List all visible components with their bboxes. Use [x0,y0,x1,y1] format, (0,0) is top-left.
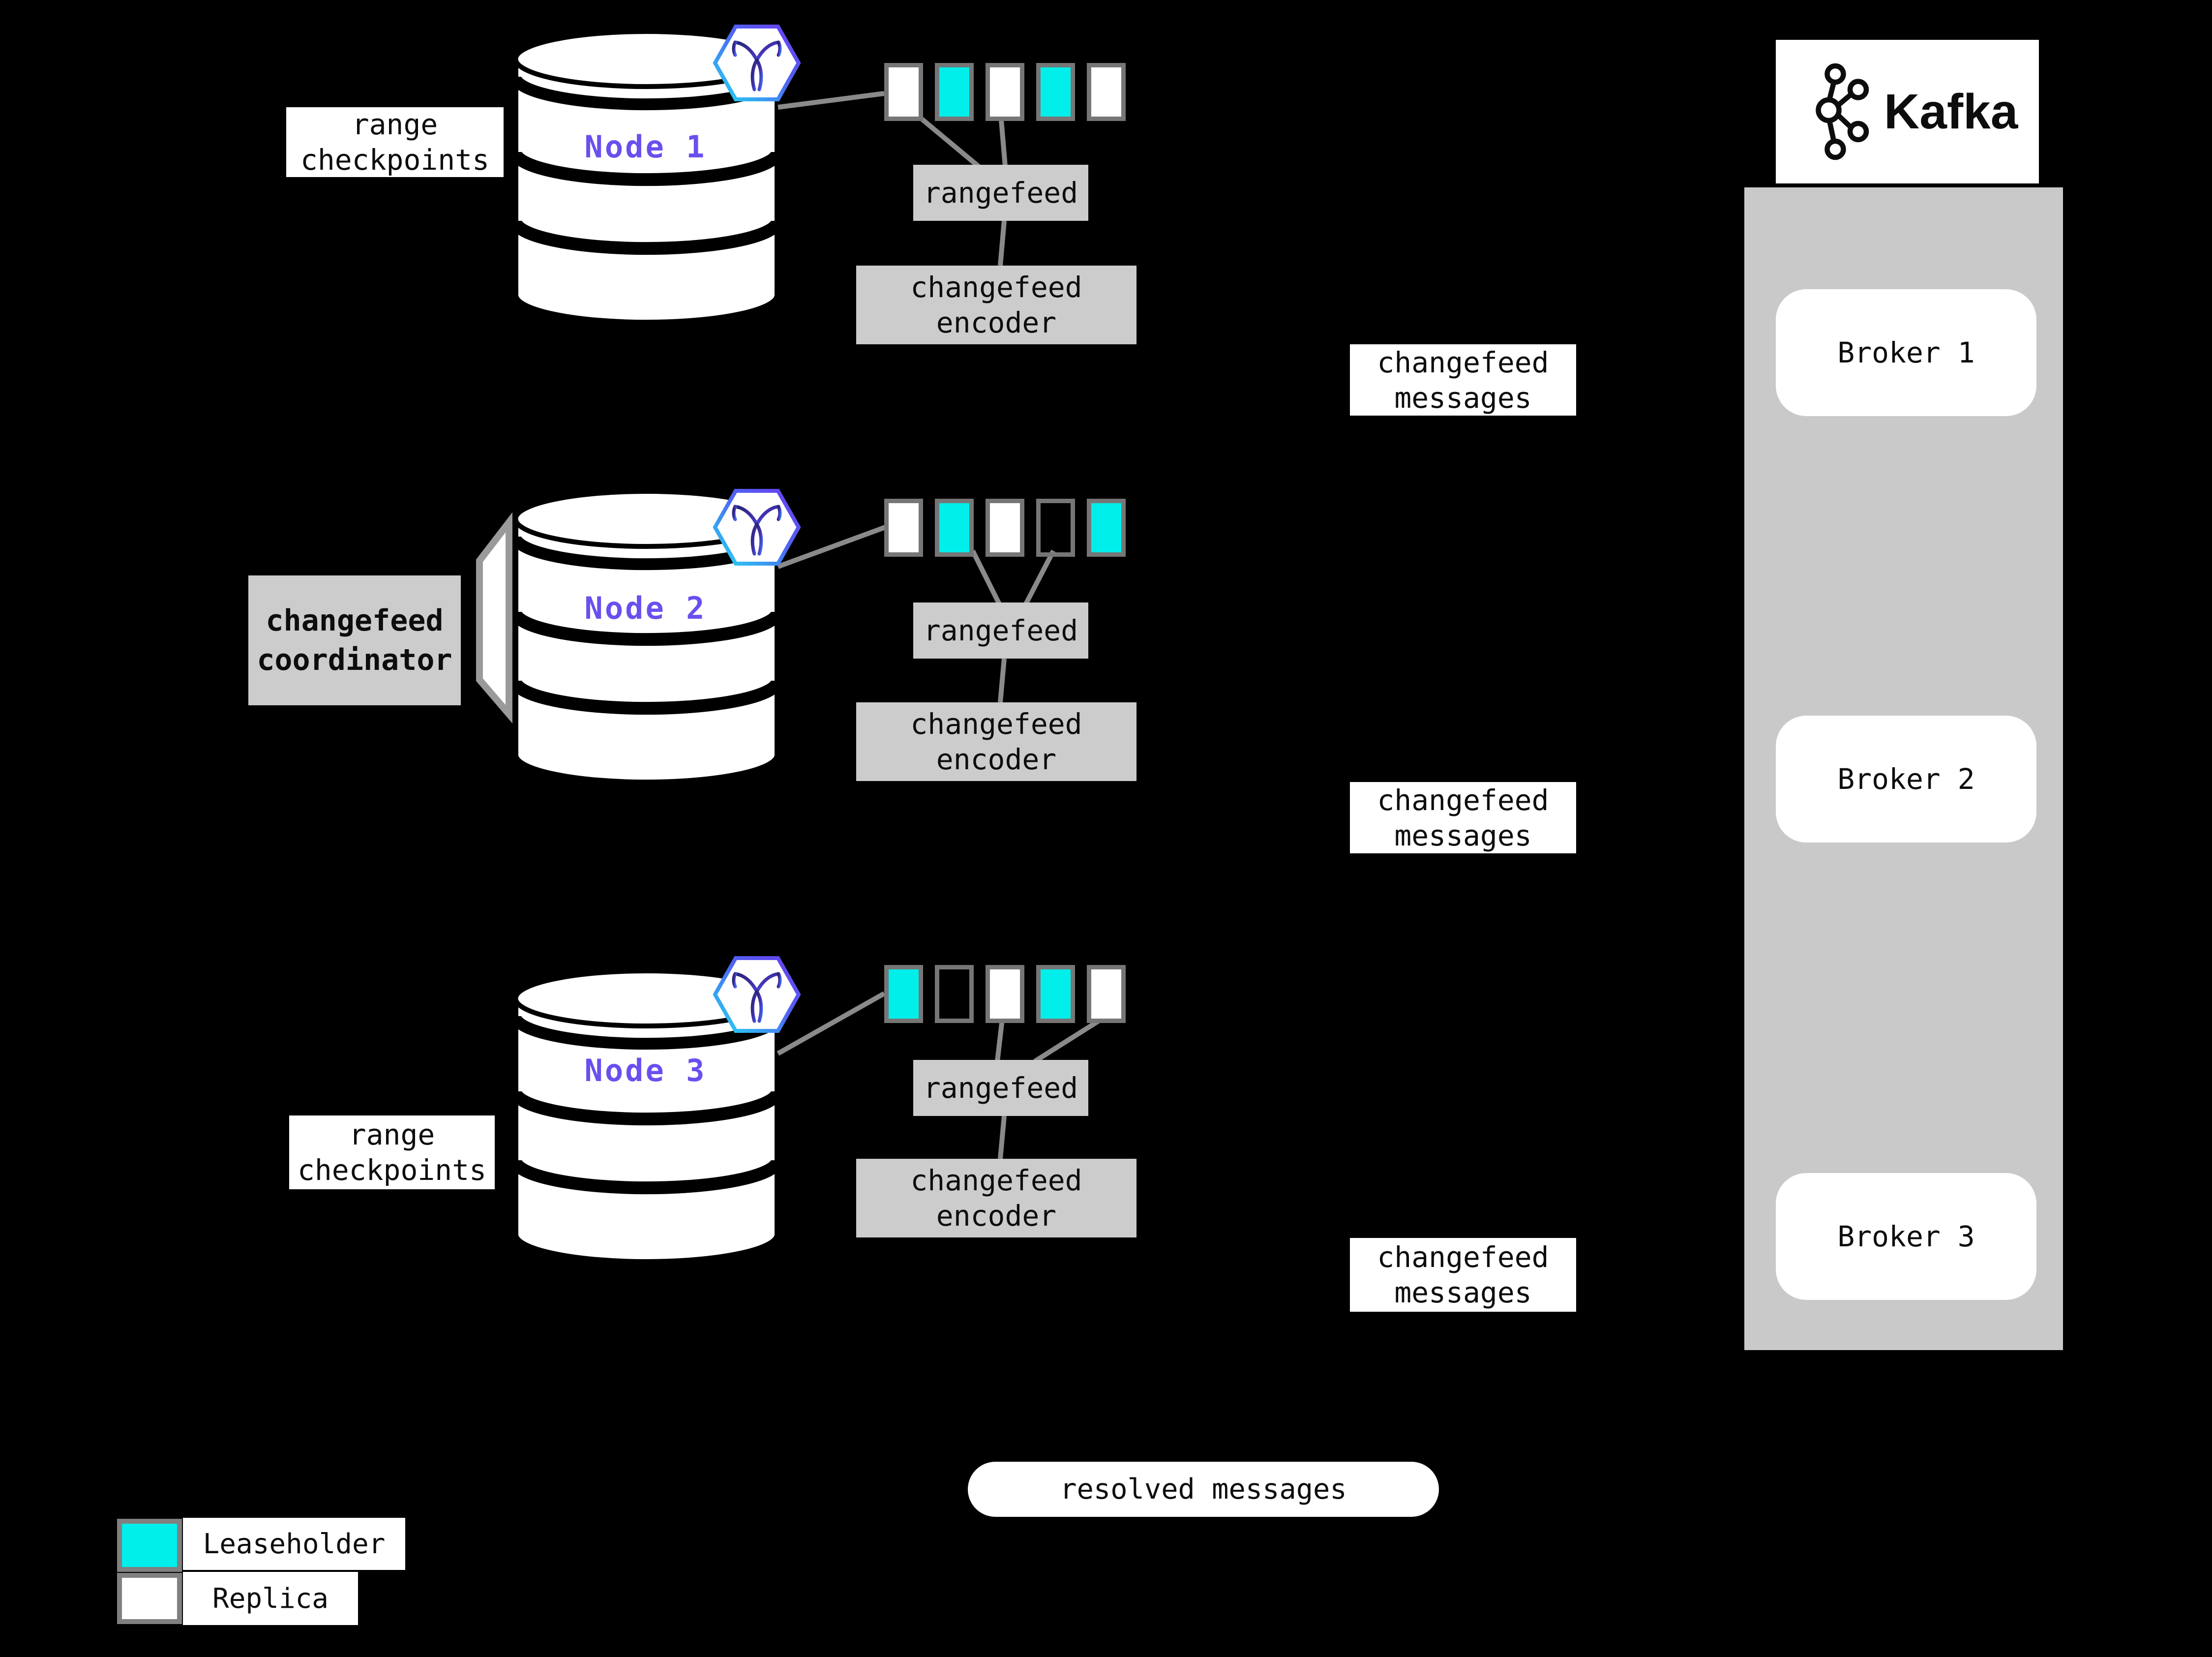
legend-leaseholder-swatch [117,1519,182,1572]
range-square-leaseholder [935,63,974,121]
range-square-empty [1036,499,1075,557]
range-square-leaseholder [884,965,923,1023]
node3-range-squares [884,965,1126,1023]
changefeed-coordinator-box: changefeed coordinator [248,575,461,705]
node2-rangefeed-box: rangefeed [913,603,1088,659]
changefeed-messages-label-2: changefeed messages [1350,782,1576,853]
legend-replica-label: Replica [183,1572,358,1625]
node1-cylinder [509,29,784,326]
messages-line2: messages [1394,381,1532,415]
range-square-leaseholder [1036,965,1075,1023]
node1-rangefeed-box: rangefeed [913,165,1088,221]
range-square-replica [986,63,1024,121]
node1-encoder-box: changefeed encoder [856,266,1136,344]
range-checkpoints-label-3: range checkpoints [289,1115,495,1189]
range-square-replica [884,63,923,121]
messages-line2: messages [1394,1276,1532,1309]
node3-cylinder [509,968,784,1265]
rangefeed-label: rangefeed [923,614,1078,647]
range-checkpoints-label-1: range checkpoints [286,107,504,177]
rangefeed-label: rangefeed [923,1071,1078,1105]
legend-leaseholder-label: Leaseholder [183,1518,405,1570]
range-square-replica [986,965,1024,1023]
range-checkpoints-line1: range [352,108,438,141]
encoder-line1: changefeed [910,1164,1082,1197]
range-square-leaseholder [1036,63,1075,121]
node3-rangefeed-box: rangefeed [913,1060,1088,1116]
node2-range2-to-rangefeed [970,549,1002,605]
node2-rangefeed-to-encoder [998,658,1007,703]
node1-title: Node 1 [584,129,707,165]
changefeed-messages-label-3: changefeed messages [1350,1238,1576,1312]
node2-range-squares [884,499,1126,557]
messages-line1: changefeed [1377,783,1549,817]
node3-to-range-line [777,991,886,1056]
leaseholder-text: Leaseholder [203,1528,386,1560]
encoder-line2: encoder [936,1199,1057,1233]
kafka-wordmark: Kafka [1884,84,2018,139]
node1-range1-to-rangefeed [919,116,982,169]
cockroachdb-icon [712,952,802,1039]
broker-2: Broker 2 [1776,716,2036,843]
node2-range4-to-rangefeed [1023,549,1056,605]
range-square-leaseholder [935,499,974,557]
node3-title: Node 3 [584,1053,707,1088]
broker-3: Broker 3 [1776,1173,2036,1300]
replica-text: Replica [212,1582,329,1615]
encoder-line1: changefeed [910,707,1082,741]
cockroachdb-icon [712,485,802,572]
messages-line2: messages [1394,818,1532,852]
range-checkpoints-line1: range [349,1118,435,1151]
broker-3-label: Broker 3 [1837,1220,1975,1253]
range-square-leaseholder [1087,499,1126,557]
node1-rangefeed-to-encoder [998,220,1007,266]
range-square-replica [1087,63,1126,121]
range-square-replica [986,499,1024,557]
node3-rangefeed-to-encoder [998,1115,1007,1159]
node3-range5-to-rangefeed [1033,1017,1103,1064]
range-square-replica [884,499,923,557]
messages-line1: changefeed [1377,345,1549,379]
encoder-line2: encoder [936,306,1057,339]
node1-range3-to-rangefeed [999,120,1008,167]
changefeed-messages-label-1: changefeed messages [1350,344,1576,416]
node2-cylinder [509,489,784,786]
broker-1-label: Broker 1 [1837,336,1975,369]
node2-encoder-box: changefeed encoder [856,702,1136,781]
resolved-messages-pill: resolved messages [968,1462,1439,1517]
cockroachdb-icon [712,21,802,107]
resolved-messages-label: resolved messages [1060,1473,1347,1506]
connector-lines [777,91,1103,1159]
kafka-logo-box: Kafka [1776,40,2039,183]
legend-replica-swatch [117,1573,182,1624]
kafka-icon [1816,63,1869,160]
range-square-empty [935,965,974,1023]
node1-to-range-line [777,91,885,110]
messages-line1: changefeed [1377,1240,1549,1274]
encoder-line1: changefeed [910,271,1082,304]
node3-encoder-box: changefeed encoder [856,1159,1136,1237]
node2-title: Node 2 [584,590,707,626]
range-checkpoints-line2: checkpoints [297,1153,487,1187]
rangefeed-label: rangefeed [923,176,1078,210]
coordinator-line1: changefeed [266,603,444,638]
broker-2-label: Broker 2 [1837,762,1975,796]
encoder-line2: encoder [936,743,1057,776]
coordinator-pointer [476,512,512,723]
node1-range-squares [884,63,1126,121]
coordinator-line2: coordinator [257,643,452,677]
range-checkpoints-line2: checkpoints [300,143,490,177]
node2-to-range-line [777,525,886,569]
node3-range3-to-rangefeed [995,1019,1005,1062]
broker-1: Broker 1 [1776,289,2036,416]
range-square-replica [1087,965,1126,1023]
